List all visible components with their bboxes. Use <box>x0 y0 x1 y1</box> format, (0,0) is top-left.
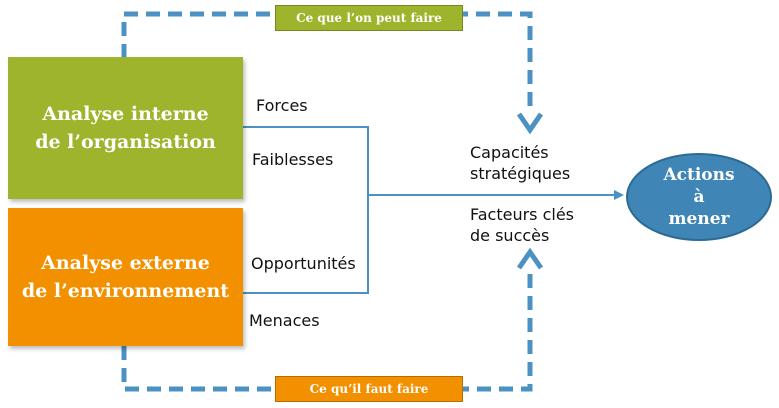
actions-label: Actions à mener <box>663 164 735 230</box>
internal-analysis-box: Analyse interne de l’organisation <box>8 57 243 199</box>
top-tag-label: Ce que l’on peut faire <box>296 11 442 25</box>
label-faiblesses: Faiblesses <box>252 150 334 169</box>
external-analysis-box: Analyse externe de l’environnement <box>8 208 243 346</box>
bottom-tag-label: Ce qu’il faut faire <box>309 382 429 396</box>
top-tag: Ce que l’on peut faire <box>275 5 463 31</box>
external-bracket-line <box>243 195 369 294</box>
bottom-tag: Ce qu’il faut faire <box>275 376 463 402</box>
top-dashed-arrowhead <box>516 112 544 135</box>
label-opportunites: Opportunités <box>251 254 356 273</box>
actions-oval <box>626 153 772 241</box>
external-analysis-label: Analyse externe de l’environnement <box>21 251 230 303</box>
label-facteurs: Facteurs clés de succès <box>470 205 575 245</box>
internal-analysis-label: Analyse interne de l’organisation <box>35 102 216 154</box>
label-menaces: Menaces <box>249 311 320 330</box>
internal-bracket-line <box>243 126 369 195</box>
label-capacites: Capacités stratégiques <box>470 143 571 183</box>
label-forces: Forces <box>256 96 308 115</box>
bottom-dashed-arrowhead <box>516 247 544 270</box>
